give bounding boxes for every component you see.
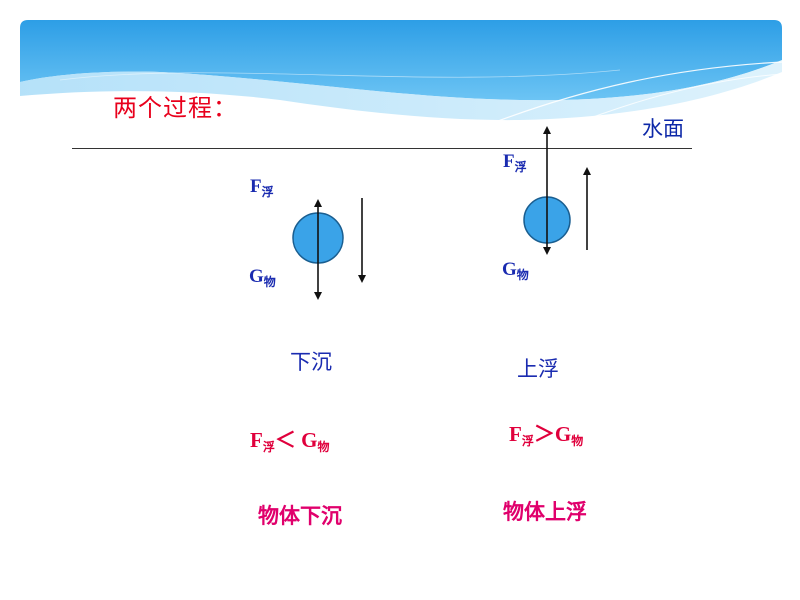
floating-relation: F浮＞G物 bbox=[509, 418, 583, 449]
sinking-caption: 下沉 bbox=[290, 350, 332, 374]
sinking-buoyancy-subscript: 浮 bbox=[261, 185, 274, 199]
sinking-gravity-subscript: 物 bbox=[263, 275, 276, 289]
floating-buoyancy-label: F浮 bbox=[503, 151, 527, 175]
floating-gravity-symbol: G bbox=[502, 259, 517, 280]
floating-relation-f-sub: 浮 bbox=[521, 434, 534, 448]
wave-banner bbox=[20, 20, 782, 139]
slide-title: 两个过程： bbox=[113, 94, 238, 122]
floating-relation-operator: ＞ bbox=[533, 422, 555, 446]
floating-gravity-subscript: 物 bbox=[516, 268, 529, 282]
sinking-relation: F浮＜ G物 bbox=[250, 424, 329, 455]
floating-relation-g: G bbox=[554, 422, 572, 446]
floating-relation-g-sub: 物 bbox=[571, 434, 584, 448]
water-surface-label: 水面 bbox=[642, 117, 684, 141]
sinking-relation-g: G bbox=[301, 428, 318, 452]
sinking-relation-f-sub: 浮 bbox=[262, 440, 275, 454]
floating-relation-f: F bbox=[509, 422, 522, 446]
water-surface-line bbox=[72, 148, 692, 149]
floating-result: 物体上浮 bbox=[503, 500, 587, 524]
sinking-relation-g-sub: 物 bbox=[317, 440, 330, 454]
sinking-relation-f: F bbox=[250, 428, 263, 452]
floating-buoyancy-symbol: F bbox=[503, 151, 515, 172]
sinking-buoyancy-symbol: F bbox=[250, 176, 262, 197]
floating-caption: 上浮 bbox=[517, 357, 559, 381]
sinking-buoyancy-label: F浮 bbox=[250, 176, 274, 200]
sinking-relation-operator: ＜ bbox=[274, 428, 302, 452]
sinking-gravity-symbol: G bbox=[249, 266, 264, 287]
floating-buoyancy-subscript: 浮 bbox=[514, 160, 527, 174]
sinking-gravity-label: G物 bbox=[249, 266, 276, 290]
sinking-result: 物体下沉 bbox=[258, 504, 342, 528]
floating-gravity-label: G物 bbox=[502, 259, 529, 283]
